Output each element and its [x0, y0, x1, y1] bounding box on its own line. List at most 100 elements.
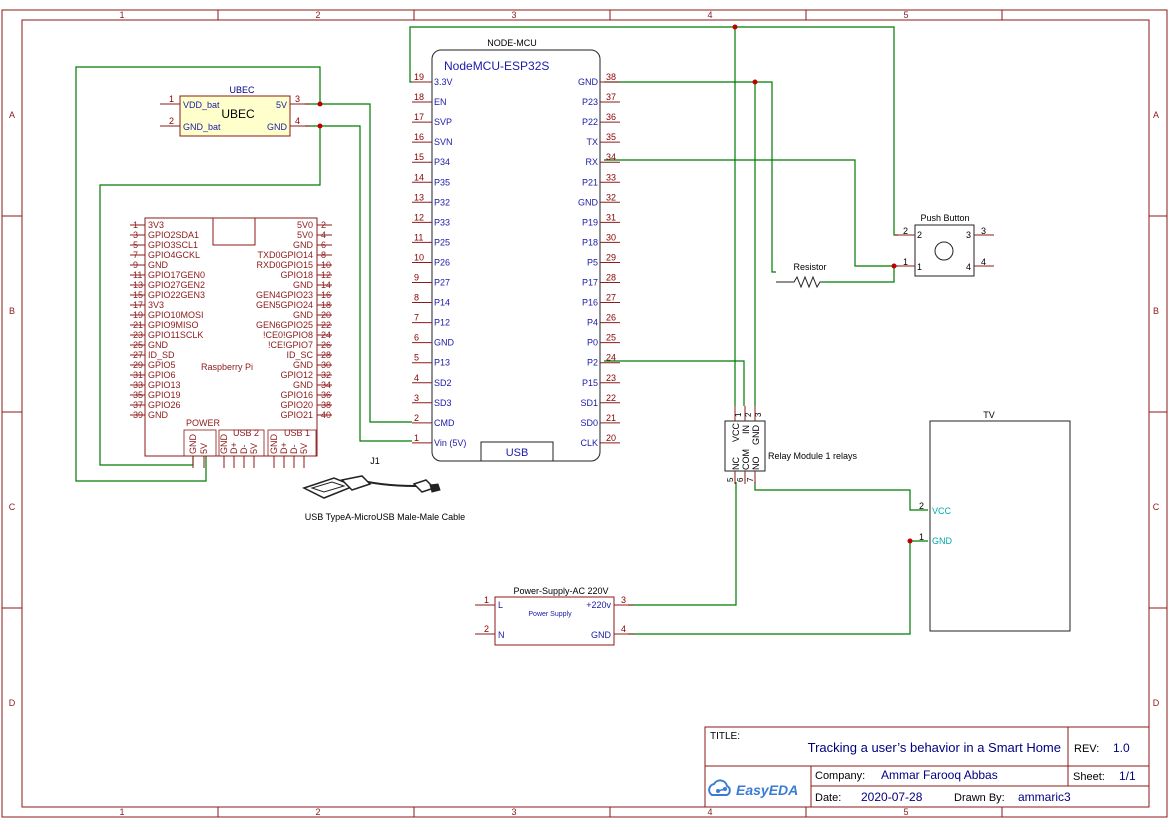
- title-label: TITLE:: [710, 731, 740, 742]
- rpi-pin-num: 37: [133, 400, 143, 410]
- nodemcu-right-pins: 38GND37P2336P2235TX34RX33P2132GND31P1930…: [578, 72, 620, 448]
- rpi-pin-label: RXD0GPIO15: [256, 260, 313, 270]
- push-button-pin-num: 2: [903, 226, 908, 236]
- nodemcu-pin-num: 1: [414, 433, 419, 443]
- nodemcu-pin-num: 16: [414, 132, 424, 142]
- nodemcu-pin-num: 17: [414, 112, 424, 122]
- nodemcu-pin-label: P17: [582, 278, 598, 288]
- junction-dot: [907, 538, 913, 544]
- push-button-icon: [934, 241, 954, 261]
- push-button-pin-num: 4: [981, 257, 986, 267]
- relay-pin-num: 1: [734, 412, 743, 417]
- rpi-pin-label: GPIO9MISO: [148, 320, 199, 330]
- rpi-pin-num: 28: [321, 350, 331, 360]
- junction-dot: [891, 263, 897, 269]
- rpi-pin-label: GPIO3SCL1: [148, 240, 198, 250]
- push-button-name: Push Button: [920, 213, 969, 223]
- rpi-usb1-label: USB 1: [284, 428, 310, 438]
- rpi-pin-label: GND: [293, 360, 314, 370]
- drawn-by-value: ammaric3: [1018, 790, 1071, 804]
- nodemcu-pin-num: 25: [606, 333, 616, 343]
- row-label-right-a: A: [1153, 110, 1159, 120]
- push-button-pin-num: 3: [981, 226, 986, 236]
- rpi-pin-num: 24: [321, 330, 331, 340]
- rpi-pin-label: GEN4GPIO23: [256, 290, 313, 300]
- rpi-pin-label: GPIO2SDA1: [148, 230, 199, 240]
- psu-pin-label: +220v: [586, 600, 611, 610]
- resistor[interactable]: Resistor: [776, 262, 827, 289]
- nodemcu-pin-num: 2: [414, 413, 419, 423]
- relay-pin-num: 3: [754, 412, 763, 417]
- rpi-pin-label: GND: [293, 380, 314, 390]
- nodemcu-pin-label: GND: [578, 197, 599, 207]
- row-label-left-c: C: [9, 502, 16, 512]
- relay-module[interactable]: 1 2 3 VCC IN GND NC COM NO 5 6 7 Relay M…: [724, 406, 858, 484]
- wires: [75, 26, 928, 635]
- nodemcu-pin-num: 34: [606, 152, 616, 162]
- rpi-pin-label: GEN6GPIO25: [256, 320, 313, 330]
- wire-relay-no-to-tv: [754, 482, 928, 511]
- rpi-pin-label: 3V3: [148, 300, 164, 310]
- column-label-bottom-3: 3: [511, 807, 516, 817]
- rpi-pin-num: 25: [133, 340, 143, 350]
- relay-pin-num: 6: [736, 477, 745, 482]
- push-button-pin-label: 2: [917, 230, 922, 240]
- nodemcu-pin-label: P22: [582, 117, 598, 127]
- junctions: [317, 24, 913, 544]
- nodemcu-usb-label: USB: [506, 447, 529, 459]
- relay-pin-num: 7: [746, 477, 755, 482]
- column-label-bottom-4: 4: [707, 807, 712, 817]
- usb-cable-j1[interactable]: J1 USB TypeA-MicroUSB Male-Male Cable: [302, 456, 465, 522]
- nodemcu-pin-num: 26: [606, 313, 616, 323]
- ubec-pin-label: 5V: [276, 100, 287, 110]
- drawing-title: Tracking a user’s behavior in a Smart Ho…: [808, 740, 1061, 755]
- power-supply-ac[interactable]: Power-Supply-AC 220V Power Supply 1 2 3 …: [475, 586, 634, 646]
- rpi-pin-label: GEN5GPIO24: [256, 300, 313, 310]
- wire-resistor-to-button: [822, 266, 895, 283]
- rpi-pin-num: 12: [321, 270, 331, 280]
- ubec-pin-num: 3: [295, 94, 300, 104]
- rpi-pin-num: 23: [133, 330, 143, 340]
- nodemcu-pin-num: 11: [414, 232, 423, 242]
- rpi-usb2-label: USB 2: [233, 428, 259, 438]
- rpi-pin-num: 6: [321, 240, 326, 250]
- sheet-value: 1/1: [1119, 769, 1136, 783]
- ubec-pin-num: 1: [169, 94, 174, 104]
- nodemcu-pin-label: SVP: [434, 117, 452, 127]
- nodemcu-pin-num: 19: [414, 72, 424, 82]
- nodemcu-pin-label: P19: [582, 217, 598, 227]
- nodemcu-pin-num: 33: [606, 172, 616, 182]
- push-button[interactable]: Push Button 2 2 1 1 3 3 4 4: [895, 213, 994, 277]
- push-button-body: [914, 224, 975, 277]
- rpi-pin-num: 34: [321, 380, 331, 390]
- rpi-pin-num: 3: [133, 230, 138, 240]
- rpi-pin-label: GPIO13: [148, 380, 181, 390]
- nodemcu-pin-num: 14: [414, 172, 424, 182]
- ubec-pin-num: 2: [169, 116, 174, 126]
- tv[interactable]: TV 2 VCC 1 GND: [919, 410, 1071, 632]
- nodemcu-pin-num: 22: [606, 393, 616, 403]
- nodemcu-pin-label: P33: [434, 217, 450, 227]
- raspberry-pi-header-notch: [212, 217, 256, 246]
- nodemcu-pin-label: CMD: [434, 418, 455, 428]
- rpi-pin-num: 32: [321, 370, 331, 380]
- psu-pin-num: 4: [621, 624, 626, 634]
- raspberry-pi-right-pins: 25V045V06GND8TXD0GPIO1410RXD0GPIO1512GPI…: [256, 220, 332, 420]
- tv-pin-num: 2: [919, 501, 924, 511]
- nodemcu-pin-label: SD0: [580, 418, 598, 428]
- ubec-module[interactable]: UBEC UBEC 1 2 3 4 VDD_bat GND_bat 5V GND: [160, 85, 310, 137]
- rpi-pin-num: 30: [321, 360, 331, 370]
- power-supply-body-label: Power Supply: [528, 611, 572, 618]
- usb-cable-name: USB TypeA-MicroUSB Male-Male Cable: [305, 512, 465, 522]
- column-label-bottom-5: 5: [903, 807, 908, 817]
- psu-pin-label: N: [498, 630, 505, 640]
- tv-name: TV: [983, 410, 995, 420]
- push-button-pin-label: 1: [917, 262, 922, 272]
- wire-relay-com-to-psu: [628, 482, 737, 606]
- row-label-left-b: B: [9, 306, 15, 316]
- rpi-pin-num: 39: [133, 410, 143, 420]
- nodemcu-pin-num: 21: [606, 413, 616, 423]
- rpi-pin-label: GPIO12: [280, 370, 313, 380]
